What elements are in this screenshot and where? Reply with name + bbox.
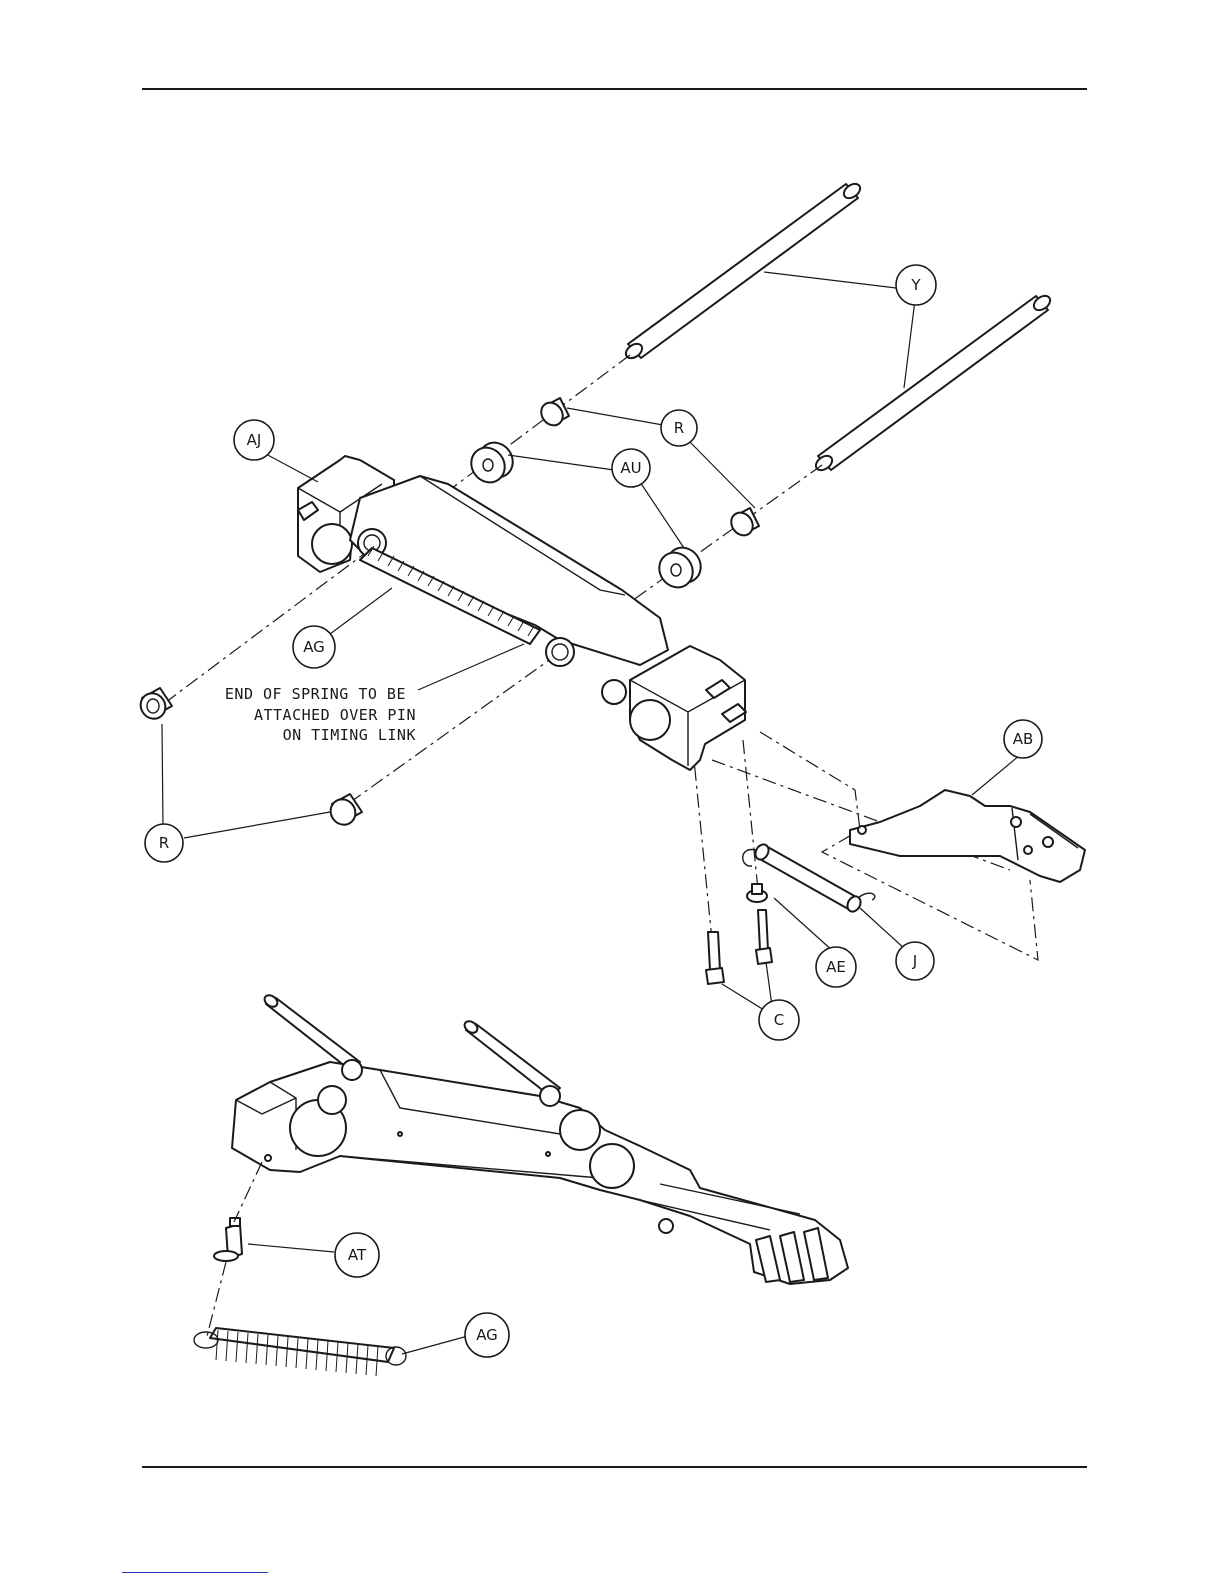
- callout-au: AU: [612, 449, 650, 487]
- callout-at: AT: [335, 1233, 379, 1277]
- bushing-r-4: [326, 794, 362, 830]
- svg-text:AE: AE: [826, 958, 846, 976]
- svg-text:J: J: [912, 952, 917, 970]
- svg-text:R: R: [674, 419, 684, 437]
- callout-ae: AE: [816, 947, 856, 987]
- callout-ag-lower: AG: [465, 1313, 509, 1357]
- svg-text:AU: AU: [620, 459, 641, 477]
- footrest-bracket-ab: [850, 790, 1085, 882]
- callout-aj: AJ: [234, 420, 274, 460]
- svg-text:AJ: AJ: [247, 431, 262, 449]
- callout-ag-upper: AG: [293, 626, 335, 668]
- rod-y-upper: [623, 181, 863, 361]
- washer-ae: [747, 884, 767, 902]
- svg-text:AB: AB: [1013, 730, 1034, 748]
- grommet-au-2: [652, 541, 707, 594]
- spring-pin-j: [743, 842, 875, 914]
- assembled-view: [232, 993, 848, 1284]
- note-line-2: ATTACHED OVER PIN: [254, 706, 416, 724]
- callout-r-upper: R: [661, 410, 697, 446]
- bushing-r-1: [537, 398, 569, 430]
- spring-ag-lower: [194, 1328, 406, 1376]
- bolt-c-2: [756, 910, 772, 964]
- note-line-1: END OF SPRING TO BE: [225, 685, 406, 703]
- svg-text:C: C: [774, 1011, 784, 1029]
- callout-ab: AB: [1004, 720, 1042, 758]
- callout-c: C: [759, 1000, 799, 1040]
- svg-text:AG: AG: [303, 638, 325, 656]
- callout-y: Y: [896, 265, 936, 305]
- assembly-note: END OF SPRING TO BE ATTACHED OVER PIN ON…: [225, 685, 416, 744]
- bolt-c-1: [706, 932, 724, 984]
- bushing-r-3: [136, 688, 172, 724]
- rod-y-lower: [813, 293, 1053, 473]
- svg-text:AG: AG: [476, 1326, 498, 1344]
- svg-text:AT: AT: [348, 1246, 367, 1264]
- svg-text:R: R: [159, 834, 169, 852]
- svg-text:Y: Y: [910, 276, 921, 294]
- spring-pin-at: [214, 1218, 242, 1261]
- callout-j: J: [896, 942, 934, 980]
- callout-r-left: R: [145, 824, 183, 862]
- note-line-3: ON TIMING LINK: [283, 726, 416, 744]
- bushing-r-2: [727, 508, 759, 540]
